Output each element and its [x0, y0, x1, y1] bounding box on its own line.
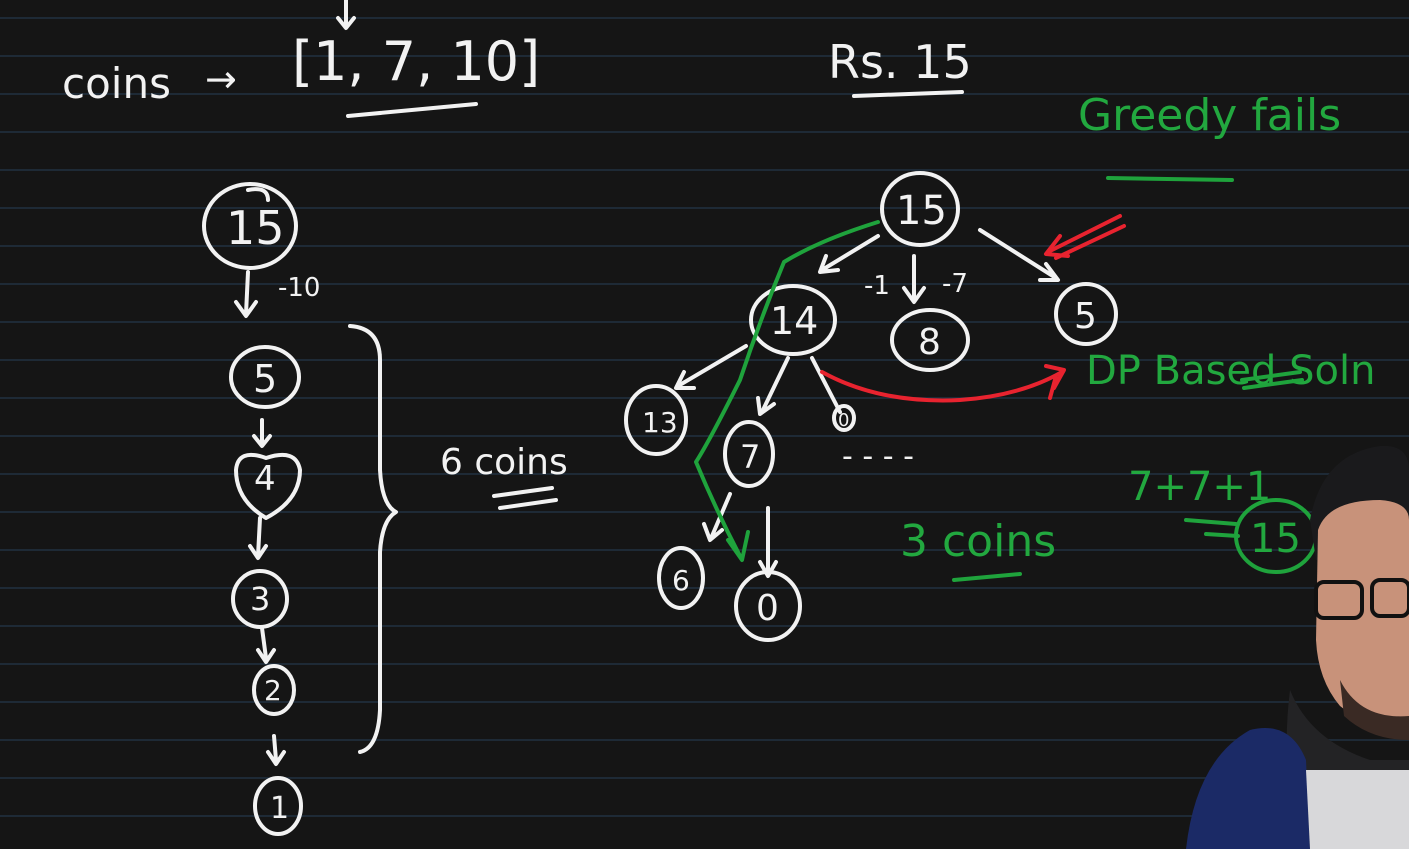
six-coins-note: 6 coins [440, 442, 568, 483]
sum-expression: 7+7+1 [1128, 464, 1271, 510]
left-edge-label: -10 [278, 273, 320, 303]
left-arrow-4 [256, 626, 276, 664]
edge-label-minus7: -7 [942, 269, 968, 299]
tree-root-15-label: 15 [896, 188, 947, 234]
tree-node-7-label: 7 [740, 438, 760, 476]
curly-brace [348, 324, 398, 754]
presenter-shirt [1306, 770, 1409, 849]
continuation-dots: - - - - [842, 439, 914, 474]
edge-7-0 [758, 506, 778, 578]
left-node-5-label: 5 [253, 357, 277, 401]
left-node-5 [229, 345, 301, 409]
tree-node-14 [749, 284, 837, 356]
red-dp-arrow [820, 364, 1066, 403]
left-chain: 15 -10 5 4 3 2 1 [202, 182, 320, 836]
three-coins-underline [952, 572, 1022, 582]
three-coins-note: 3 coins [900, 516, 1056, 567]
tree-node-5-label: 5 [1074, 296, 1097, 337]
left-node-2 [252, 664, 296, 716]
tree-node-14-label: 14 [770, 299, 818, 343]
tree-node-0-label: 0 [756, 588, 779, 629]
target-amount: Rs. 15 [828, 35, 972, 89]
edge-root-8 [902, 254, 926, 304]
tree-node-13-label: 13 [642, 406, 678, 439]
edge-7-6 [702, 492, 732, 542]
left-node-4 [234, 453, 302, 520]
left-node-3-label: 3 [250, 580, 270, 618]
edge-14-13 [674, 344, 748, 390]
sum-result: 15 [1250, 516, 1301, 562]
edge-14-0 [810, 356, 842, 414]
left-node-15-loop [246, 187, 270, 202]
tree-node-6 [657, 546, 705, 610]
tree-node-6-label: 6 [672, 564, 690, 597]
tree-node-13 [624, 384, 688, 456]
dp-based-note: DP Based Soln [1086, 348, 1375, 394]
target-underline [852, 90, 964, 98]
top-down-arrow [336, 0, 356, 30]
presenter-jacket [1186, 728, 1310, 849]
presenter-face [1316, 500, 1409, 740]
right-tree: 15 -1 -7 14 8 5 13 7 0 - - - - 6 0 [624, 171, 1118, 642]
coins-array: [1, 7, 10] [292, 30, 540, 93]
left-node-2-label: 2 [264, 674, 282, 707]
tree-node-8 [890, 308, 970, 372]
left-node-15-label: 15 [226, 201, 285, 255]
presenter-glasses-right [1370, 578, 1409, 618]
coins-label: coins [62, 59, 171, 108]
left-node-3 [231, 569, 289, 629]
left-node-15 [202, 182, 298, 270]
left-arrow-1 [234, 270, 258, 318]
coins-underline [346, 102, 478, 118]
sum-equals [1184, 518, 1240, 538]
left-arrow-5 [266, 734, 286, 766]
presenter-glasses-left [1314, 580, 1364, 620]
left-arrow-2 [252, 418, 272, 448]
tree-node-0-small [832, 404, 856, 432]
tree-root-15 [880, 171, 960, 247]
header-arrow: → [205, 57, 237, 101]
greedy-path [694, 220, 880, 562]
edge-14-7 [756, 356, 790, 416]
six-coins-underline [492, 486, 558, 510]
edge-label-minus1: -1 [864, 271, 890, 301]
presenter-beard [1340, 680, 1409, 740]
edge-root-5 [978, 228, 1060, 282]
tree-node-8-label: 8 [918, 322, 941, 363]
left-node-4-label: 4 [254, 459, 276, 499]
ruled-lines [0, 17, 1409, 817]
edge-root-14 [818, 234, 880, 274]
left-node-1-label: 1 [270, 791, 289, 826]
tree-node-7 [723, 420, 775, 488]
greedy-fails-note: Greedy fails [1078, 90, 1341, 141]
presenter-webcam [1186, 445, 1409, 849]
left-arrow-3 [248, 516, 268, 560]
tree-node-0 [734, 570, 802, 642]
dp-underline [1240, 370, 1304, 390]
tree-node-0-small-label: 0 [838, 410, 849, 431]
greedy-underline [1106, 176, 1234, 182]
left-node-1 [253, 776, 303, 836]
red-pointer-arrow [1044, 214, 1126, 260]
tree-node-5 [1054, 282, 1118, 346]
